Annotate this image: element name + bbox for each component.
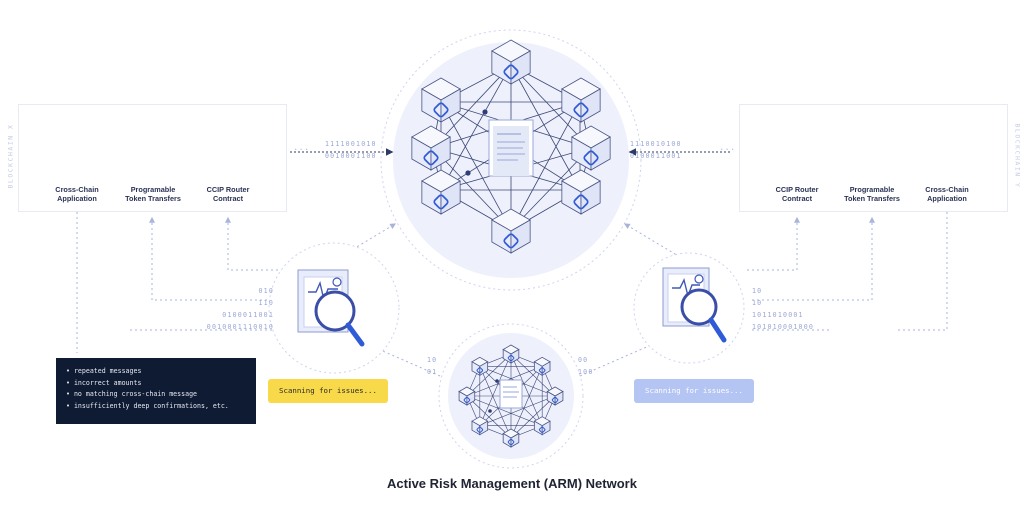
- node-left: [411, 125, 451, 171]
- issues-list-box: • repeated messages • incorrect amounts …: [56, 358, 256, 424]
- node-bottom-left: [421, 169, 461, 215]
- node-top: [491, 39, 531, 85]
- bottom-dotted-ring: [438, 323, 584, 469]
- outer-dotted-ring: [380, 29, 642, 291]
- mini-node-0: [502, 344, 520, 364]
- mini-node-4: [502, 428, 520, 448]
- mini-node-2: [546, 386, 564, 406]
- node-right: [571, 125, 611, 171]
- mini-mesh-lines: [466, 353, 556, 439]
- mini-network-nodes: [458, 344, 564, 448]
- scanning-badge-right: Scanning for issues...: [634, 379, 754, 403]
- binary-bottom-right: 00 100: [578, 356, 594, 376]
- blockchain-y-label: BLOCKCHAIN Y: [1013, 123, 1022, 189]
- issue-item: • insufficiently deep confirmations, etc…: [66, 401, 229, 410]
- binary-top-right: 1110010100 0100011001: [630, 140, 682, 160]
- scanner-left: [268, 242, 400, 374]
- mini-center-document: [499, 379, 523, 409]
- mini-node-7: [471, 356, 489, 376]
- center-document: [488, 119, 534, 177]
- node-bottom-right: [561, 169, 601, 215]
- scanning-badge-left: Scanning for issues...: [268, 379, 388, 403]
- blockchain-x-panel: [18, 104, 287, 212]
- right-ellipsis: ...: [719, 143, 736, 153]
- binary-mid-right: 10 10 1011010001 101010001000: [752, 287, 815, 331]
- binary-top-left: 1111001010 0010001100: [325, 140, 377, 160]
- network-nodes: [411, 39, 611, 254]
- issue-item: • no matching cross-chain message: [66, 390, 198, 398]
- node-bottom: [491, 208, 531, 254]
- mini-node-6: [458, 386, 476, 406]
- left-ellipsis: ...: [293, 143, 310, 153]
- mini-node-1: [533, 356, 551, 376]
- node-top-right: [561, 77, 601, 123]
- issue-item: • repeated messages: [66, 367, 142, 375]
- mini-node-5: [471, 416, 489, 436]
- blockchain-x-label: BLOCKCHAIN X: [6, 123, 15, 189]
- scanner-right: [633, 252, 745, 364]
- mini-node-3: [533, 416, 551, 436]
- binary-bottom-left: 10 01: [427, 356, 438, 376]
- issue-item: • incorrect amounts: [66, 378, 142, 387]
- node-top-left: [421, 77, 461, 123]
- diagram-title: Active Risk Management (ARM) Network: [387, 476, 637, 491]
- blockchain-y-panel: [739, 104, 1008, 212]
- binary-mid-left: 010 110 0100011001 0010001110010: [206, 287, 274, 331]
